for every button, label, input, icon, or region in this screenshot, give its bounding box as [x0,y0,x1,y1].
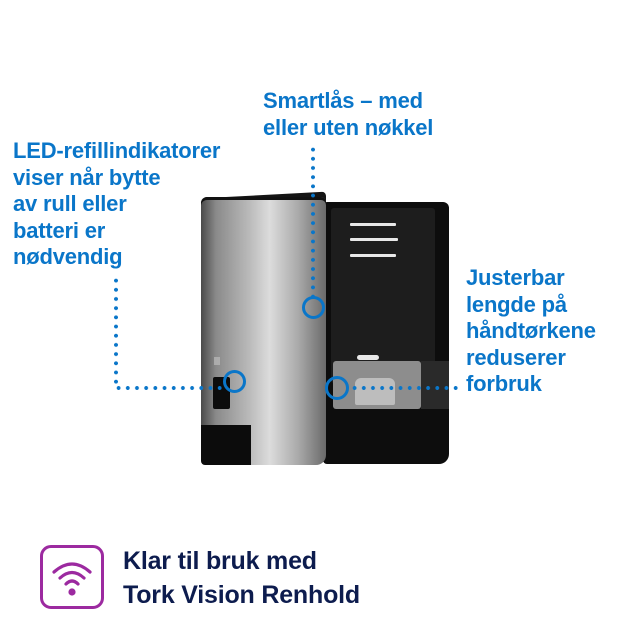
callout-line: Justerbar [466,265,565,290]
wifi-icon [40,545,104,609]
interior-slot [350,238,398,241]
hand-sensor [355,378,395,405]
tork-vision-badge-text: Klar til bruk med Tork Vision Renhold [123,544,360,612]
badge-line: Klar til bruk med [123,547,317,575]
callout-line: eller uten nøkkel [263,114,434,140]
callout-line: nødvendig [13,244,123,269]
callout-line: håndtørkene [466,318,596,343]
callout-line: Smartlås – med [263,88,423,113]
highlight-ring-led [223,370,246,393]
leader-line-lock [311,145,315,297]
control-panel-side [421,361,449,409]
tork-logo-icon [214,357,220,365]
callout-line: LED-refillindikatorer [13,138,221,163]
badge-line: Tork Vision Renhold [123,581,360,609]
paper-towel-dispenser-image [195,185,470,475]
callout-smart-lock: Smartlås – med eller uten nøkkel [263,88,433,141]
callout-line: forbruk [466,371,542,396]
callout-line: av rull eller [13,191,127,216]
callout-led-refill-indicator: LED-refillindikatorer viser når bytte av… [13,138,220,271]
dispenser-front-cover [201,197,326,465]
interior-slot [350,223,396,226]
interior-slot [350,254,396,257]
callout-adjustable-length: Justerbar lengde på håndtørkene redusere… [466,265,596,398]
interior-slot [357,355,379,360]
callout-line: lengde på [466,291,567,317]
leader-line-length [350,386,462,390]
highlight-ring-lock [302,296,325,319]
dispenser-base [201,425,251,465]
leader-line-led-horizontal [114,386,224,390]
dispenser-interior [331,208,435,383]
callout-line: batteri er [13,217,106,243]
leader-line-led-vertical [114,276,118,386]
callout-line: viser når bytte [13,164,161,190]
callout-line: reduserer [466,344,566,370]
highlight-ring-length [325,376,349,400]
